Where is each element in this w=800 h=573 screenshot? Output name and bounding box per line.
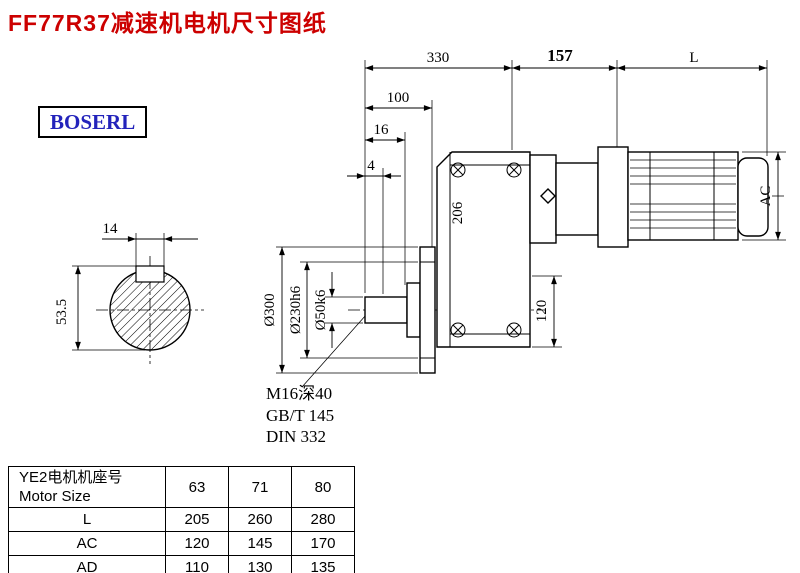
table-header-row: YE2电机机座号 Motor Size 63 71 80 xyxy=(8,466,355,508)
table-row-L: L 205 260 280 xyxy=(8,507,355,532)
row-label: L xyxy=(8,507,166,532)
screw-icon xyxy=(450,322,466,338)
dia-50-label: Ø50k6 xyxy=(313,289,329,330)
row-label: AC xyxy=(8,531,166,556)
gearmotor-outline xyxy=(364,146,769,374)
keyway-slot xyxy=(135,265,165,283)
dim-AC-label: AC xyxy=(758,186,774,207)
screw-icon xyxy=(450,162,466,178)
dia-230-label: Ø230h6 xyxy=(288,285,304,334)
screw-icons xyxy=(450,162,522,338)
dim-16-label: 16 xyxy=(374,122,390,138)
table-cell: 120 xyxy=(165,531,229,556)
table-cell: 260 xyxy=(228,507,292,532)
table-row-AC: AC 120 145 170 xyxy=(8,531,355,556)
dim-206-label: 206 xyxy=(450,201,466,224)
technical-drawing: 330 157 L 100 16 4 14 53.5 Ø300 Ø230h6 Ø… xyxy=(54,46,786,446)
size-80-header: 80 xyxy=(291,466,355,508)
note-thread: M16深40 xyxy=(266,384,332,403)
table-cell: 205 xyxy=(165,507,229,532)
table-cell: 145 xyxy=(228,531,292,556)
brand-logo: BOSERL xyxy=(38,106,148,138)
table-cell: 170 xyxy=(291,531,355,556)
row-label: AD xyxy=(8,555,166,573)
coupling-housing xyxy=(555,162,599,236)
screw-icon xyxy=(506,322,522,338)
size-63-header: 63 xyxy=(165,466,229,508)
header-cn: YE2电机机座号 xyxy=(19,469,123,486)
dim-14-label: 14 xyxy=(103,221,119,237)
leader-line xyxy=(301,314,367,388)
table-cell: 130 xyxy=(228,555,292,573)
motor-size-header: YE2电机机座号 Motor Size xyxy=(8,466,166,508)
brand-text: BOSERL xyxy=(50,110,136,134)
motor-fins xyxy=(630,152,736,240)
table-cell: 110 xyxy=(165,555,229,573)
dim-L-label: L xyxy=(689,50,698,66)
shaft-cross-section xyxy=(109,265,191,351)
dim-53-5-label: 53.5 xyxy=(54,299,70,325)
shaft-end-diamond xyxy=(540,188,556,204)
dim-330-label: 330 xyxy=(427,50,450,66)
flange-plate xyxy=(419,246,436,374)
shaft-hub xyxy=(406,282,421,338)
motor-body xyxy=(627,151,739,241)
size-table: YE2电机机座号 Motor Size 63 71 80 L 205 260 2… xyxy=(8,466,355,573)
dim-120-label: 120 xyxy=(534,300,550,323)
dim-100-label: 100 xyxy=(387,90,410,106)
screw-icon xyxy=(506,162,522,178)
fan-cover xyxy=(737,157,769,237)
table-cell: 280 xyxy=(291,507,355,532)
table-cell: 135 xyxy=(291,555,355,573)
note-gbt: GB/T 145 xyxy=(266,406,334,425)
dimension-lines xyxy=(75,65,781,373)
motor-flange xyxy=(597,146,629,248)
dim-4-label: 4 xyxy=(367,158,375,174)
size-71-header: 71 xyxy=(228,466,292,508)
page-title: FF77R37减速机电机尺寸图纸 xyxy=(8,10,327,36)
table-row-AD: AD 110 130 135 xyxy=(8,555,355,573)
output-shaft xyxy=(364,296,408,324)
dia-300-label: Ø300 xyxy=(262,293,278,326)
header-en: Motor Size xyxy=(19,488,91,505)
note-din: DIN 332 xyxy=(266,427,326,446)
gearbox-housing xyxy=(436,151,531,348)
dim-157-label: 157 xyxy=(547,46,573,65)
